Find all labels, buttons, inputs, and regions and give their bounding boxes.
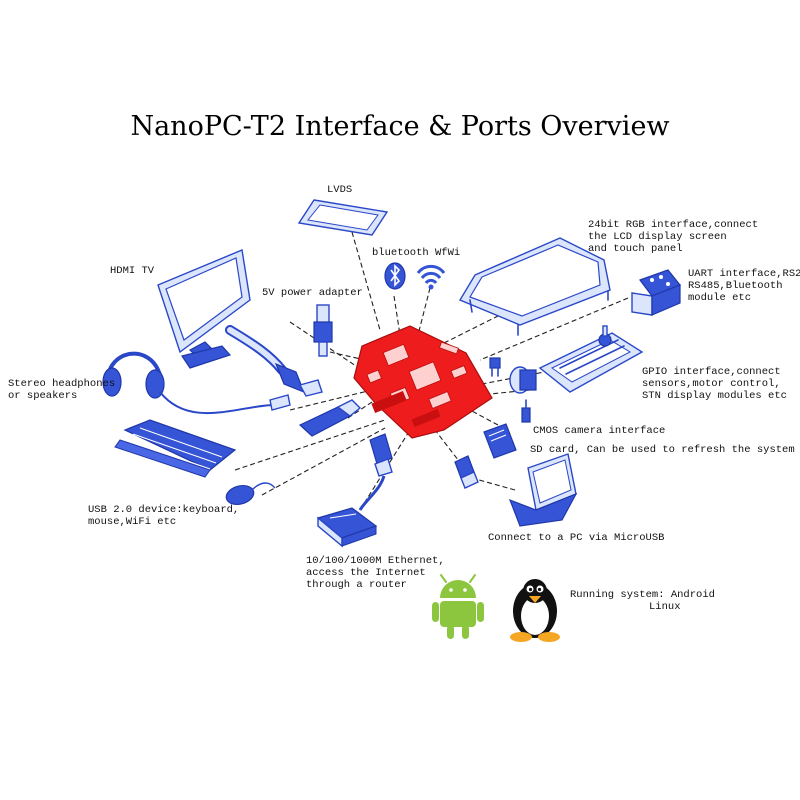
label-hdmi: HDMI TV bbox=[110, 265, 155, 277]
hdmi-cable bbox=[225, 325, 323, 397]
cmos-camera bbox=[521, 399, 531, 423]
label-sdcard: SD card, Can be used to refresh the syst… bbox=[530, 444, 795, 456]
connector-lvds bbox=[351, 231, 381, 331]
label-ethernet-line1: 10/100/1000M Ethernet, bbox=[306, 555, 445, 567]
label-lvds: LVDS bbox=[327, 184, 352, 196]
mouse bbox=[225, 482, 276, 506]
router bbox=[316, 507, 378, 548]
label-gpio-line1: GPIO interface,connect bbox=[642, 366, 781, 378]
lvds-panel bbox=[297, 199, 389, 236]
tux-logo bbox=[510, 579, 560, 642]
label-headphones-line2: or speakers bbox=[8, 390, 77, 402]
laptop bbox=[508, 453, 578, 527]
connector-sdcard bbox=[469, 409, 499, 426]
label-uart-line1: UART interface,RS232, bbox=[688, 268, 800, 280]
label-ethernet-line3: through a router bbox=[306, 579, 407, 591]
connector-bluetooth bbox=[393, 295, 401, 336]
label-rgb-line2: the LCD display screen bbox=[588, 231, 727, 243]
sensor bbox=[489, 357, 501, 377]
motor bbox=[509, 366, 537, 394]
label-bluetooth-wifi: bluetooth WfWi bbox=[372, 247, 460, 259]
rgb-lcd-panel bbox=[458, 237, 611, 336]
connector-rgb bbox=[439, 304, 521, 346]
keyboard bbox=[114, 419, 237, 478]
nanopc-t2-board bbox=[353, 325, 493, 439]
gpio-module bbox=[538, 332, 644, 393]
hdmi-monitor bbox=[157, 249, 251, 369]
connector-microusb-plug bbox=[434, 429, 463, 466]
label-ethernet-line2: access the Internet bbox=[306, 567, 426, 579]
headphones bbox=[102, 351, 291, 415]
connector-laptop bbox=[471, 477, 516, 491]
usb-stick bbox=[298, 399, 362, 437]
connector-uart bbox=[479, 297, 629, 361]
microusb-plug bbox=[454, 455, 479, 489]
connector-keyboard bbox=[234, 419, 386, 471]
sd-card bbox=[483, 423, 517, 459]
label-os-line1: Running system: Android bbox=[570, 589, 715, 601]
label-os-line2: Linux bbox=[649, 601, 681, 613]
label-gpio-line3: STN display modules etc bbox=[642, 390, 787, 402]
bluetooth-icon bbox=[384, 262, 406, 290]
label-headphones-line1: Stereo headphones bbox=[8, 378, 115, 390]
label-gpio-line2: sensors,motor control, bbox=[642, 378, 781, 390]
page-title: NanoPC-T2 Interface & Ports Overview bbox=[130, 111, 669, 142]
label-uart-line2: RS485,Bluetooth bbox=[688, 280, 783, 292]
label-microusb: Connect to a PC via MicroUSB bbox=[488, 532, 664, 544]
connector-wifi bbox=[417, 287, 431, 336]
android-logo bbox=[432, 574, 484, 639]
potentiometer bbox=[598, 325, 612, 347]
wifi-icon bbox=[416, 264, 446, 290]
label-power: 5V power adapter bbox=[262, 287, 363, 299]
uart-connector bbox=[631, 269, 681, 316]
connector-audio bbox=[289, 389, 373, 411]
connector-power bbox=[329, 351, 366, 361]
label-uart-line3: module etc bbox=[688, 292, 751, 304]
label-rgb-line1: 24bit RGB interface,connect bbox=[588, 219, 758, 231]
label-usb-line1: USB 2.0 device:keyboard, bbox=[88, 504, 239, 516]
ethernet-cable bbox=[358, 433, 393, 511]
connector-usb-stick bbox=[347, 399, 376, 419]
label-usb-line2: mouse,WiFi etc bbox=[88, 516, 176, 528]
connector-hdmi bbox=[289, 321, 366, 373]
label-rgb-line3: and touch panel bbox=[588, 243, 683, 255]
label-cmos: CMOS camera interface bbox=[533, 425, 665, 437]
connector-mouse bbox=[261, 427, 386, 496]
power-adapter bbox=[313, 304, 333, 357]
